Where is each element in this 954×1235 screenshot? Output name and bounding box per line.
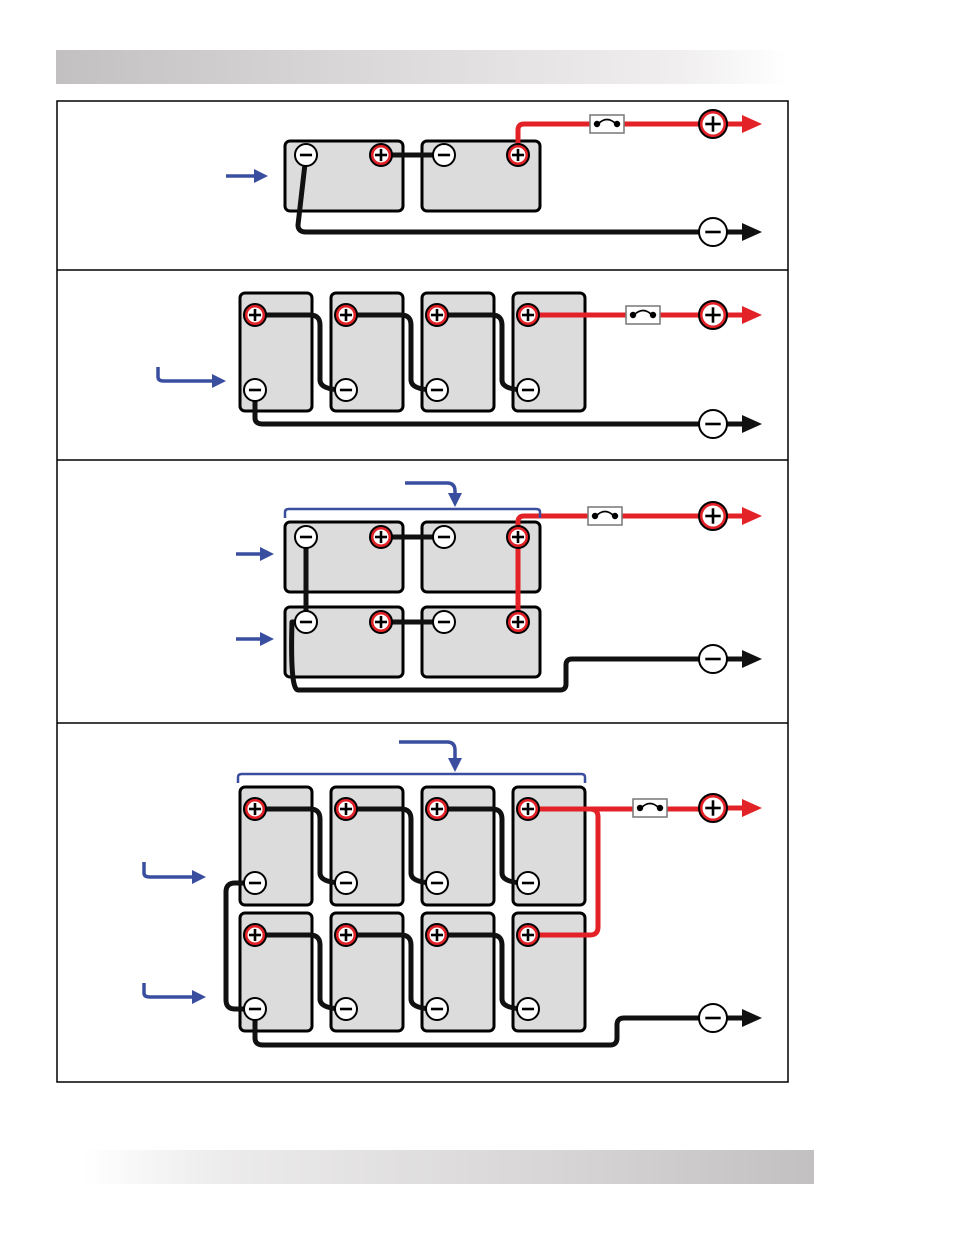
negative-wire — [343, 312, 439, 393]
negative-wire — [252, 312, 348, 393]
positive-terminal-icon — [425, 923, 449, 947]
positive-terminal-icon — [334, 797, 358, 821]
negative-terminal-icon — [334, 871, 358, 895]
positive-terminal-icon — [516, 303, 540, 327]
fuse-icon — [587, 506, 623, 526]
negative-terminal-icon — [432, 525, 456, 549]
pointer-arrow-icon — [156, 367, 214, 383]
positive-terminal-icon — [369, 610, 393, 634]
pointer-arrow-icon — [448, 758, 462, 772]
positive-terminal-icon — [243, 303, 267, 327]
fuse-icon — [589, 114, 625, 134]
negative-terminal-icon — [698, 644, 728, 674]
negative-terminal-icon — [698, 1003, 728, 1033]
negative-wire — [343, 806, 439, 886]
pointer-arrow-icon — [448, 493, 462, 507]
negative-wire — [289, 619, 716, 693]
negative-wire — [434, 932, 530, 1012]
positive-wire — [515, 513, 716, 540]
pointer-arrow-icon — [399, 740, 457, 762]
arrow-right-icon — [742, 507, 762, 525]
negative-wire — [434, 806, 530, 886]
pointer-arrow-icon — [260, 547, 274, 561]
positive-terminal-icon — [425, 303, 449, 327]
positive-terminal-icon — [243, 923, 267, 947]
pointer-arrow-icon — [260, 632, 274, 646]
positive-terminal-icon — [698, 109, 728, 139]
negative-wire — [434, 312, 530, 393]
fuse-icon — [632, 798, 668, 818]
negative-terminal-icon — [294, 525, 318, 549]
positive-terminal-icon — [243, 797, 267, 821]
negative-terminal-icon — [432, 143, 456, 167]
group-bracket — [283, 507, 542, 518]
positive-terminal-icon — [516, 797, 540, 821]
group-bracket — [236, 772, 587, 783]
positive-terminal-icon — [369, 525, 393, 549]
footer-band — [82, 1150, 814, 1184]
header-band — [56, 50, 788, 84]
negative-terminal-icon — [294, 610, 318, 634]
negative-terminal-icon — [698, 409, 728, 439]
positive-terminal-icon — [698, 501, 728, 531]
negative-wire — [295, 152, 716, 235]
positive-terminal-icon — [425, 797, 449, 821]
positive-terminal-icon — [698, 793, 728, 823]
negative-terminal-icon — [243, 378, 267, 402]
pointer-arrow-icon — [142, 862, 194, 879]
negative-wire — [223, 880, 258, 1012]
positive-terminal-icon — [698, 300, 728, 330]
pointer-arrow-icon — [192, 870, 206, 884]
negative-terminal-icon — [334, 997, 358, 1021]
negative-wire — [252, 387, 716, 427]
positive-wire — [515, 121, 716, 158]
negative-terminal-icon — [243, 871, 267, 895]
pointer-arrow-icon — [212, 374, 226, 388]
negative-terminal-icon — [425, 378, 449, 402]
fuse-icon — [625, 305, 661, 325]
negative-terminal-icon — [516, 871, 540, 895]
pointer-arrow-icon — [192, 990, 206, 1004]
negative-wire — [252, 806, 348, 886]
positive-terminal-icon — [369, 143, 393, 167]
negative-terminal-icon — [334, 378, 358, 402]
negative-terminal-icon — [243, 997, 267, 1021]
arrow-right-icon — [742, 799, 762, 817]
negative-wire — [252, 1006, 716, 1048]
positive-terminal-icon — [334, 303, 358, 327]
negative-wire — [343, 932, 439, 1012]
pointer-arrow-icon — [254, 169, 268, 183]
negative-terminal-icon — [425, 997, 449, 1021]
arrow-right-icon — [742, 1009, 762, 1027]
positive-terminal-icon — [334, 923, 358, 947]
pointer-arrow-icon — [405, 481, 457, 497]
positive-terminal-icon — [506, 525, 530, 549]
positive-terminal-icon — [506, 610, 530, 634]
arrow-right-icon — [742, 650, 762, 668]
negative-terminal-icon — [294, 143, 318, 167]
negative-wire — [252, 932, 348, 1012]
negative-terminal-icon — [516, 997, 540, 1021]
negative-terminal-icon — [698, 217, 728, 247]
pointer-arrow-icon — [142, 983, 194, 999]
positive-terminal-icon — [516, 923, 540, 947]
arrow-right-icon — [742, 223, 762, 241]
negative-terminal-icon — [432, 610, 456, 634]
positive-terminal-icon — [506, 143, 530, 167]
negative-terminal-icon — [425, 871, 449, 895]
arrow-right-icon — [742, 306, 762, 324]
arrow-right-icon — [742, 415, 762, 433]
negative-terminal-icon — [516, 378, 540, 402]
arrow-right-icon — [742, 115, 762, 133]
diagram-frame — [56, 100, 789, 1083]
